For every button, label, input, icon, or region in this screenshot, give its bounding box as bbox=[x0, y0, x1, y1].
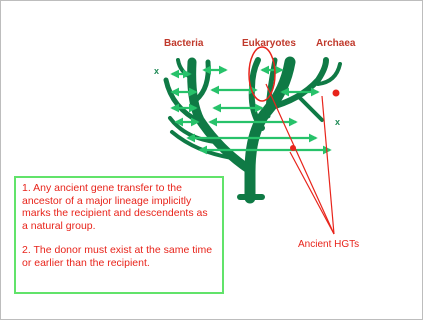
ancient-hgt-marker bbox=[333, 90, 340, 97]
note-point-1: 1. Any ancient gene transfer to the ance… bbox=[22, 182, 216, 232]
extinct-lineage-mark-right: x bbox=[335, 117, 340, 127]
note-point-2: 2. The donor must exist at the same time… bbox=[22, 244, 216, 269]
label-bacteria: Bacteria bbox=[164, 38, 204, 49]
label-eukaryotes: Eukaryotes bbox=[242, 38, 296, 49]
ancient-hgt-marker bbox=[290, 145, 296, 151]
label-archaea: Archaea bbox=[316, 38, 356, 49]
extinct-lineage-mark-left: x bbox=[154, 66, 159, 76]
label-ancient-hgts: Ancient HGTs bbox=[298, 239, 359, 250]
ancient-hgt-pointer bbox=[266, 84, 334, 234]
notes-box: 1. Any ancient gene transfer to the ance… bbox=[14, 176, 224, 294]
ancient-hgt-pointer bbox=[322, 96, 334, 234]
archaea-branch-2 bbox=[300, 98, 322, 120]
bacteria-branch-3 bbox=[196, 62, 208, 100]
